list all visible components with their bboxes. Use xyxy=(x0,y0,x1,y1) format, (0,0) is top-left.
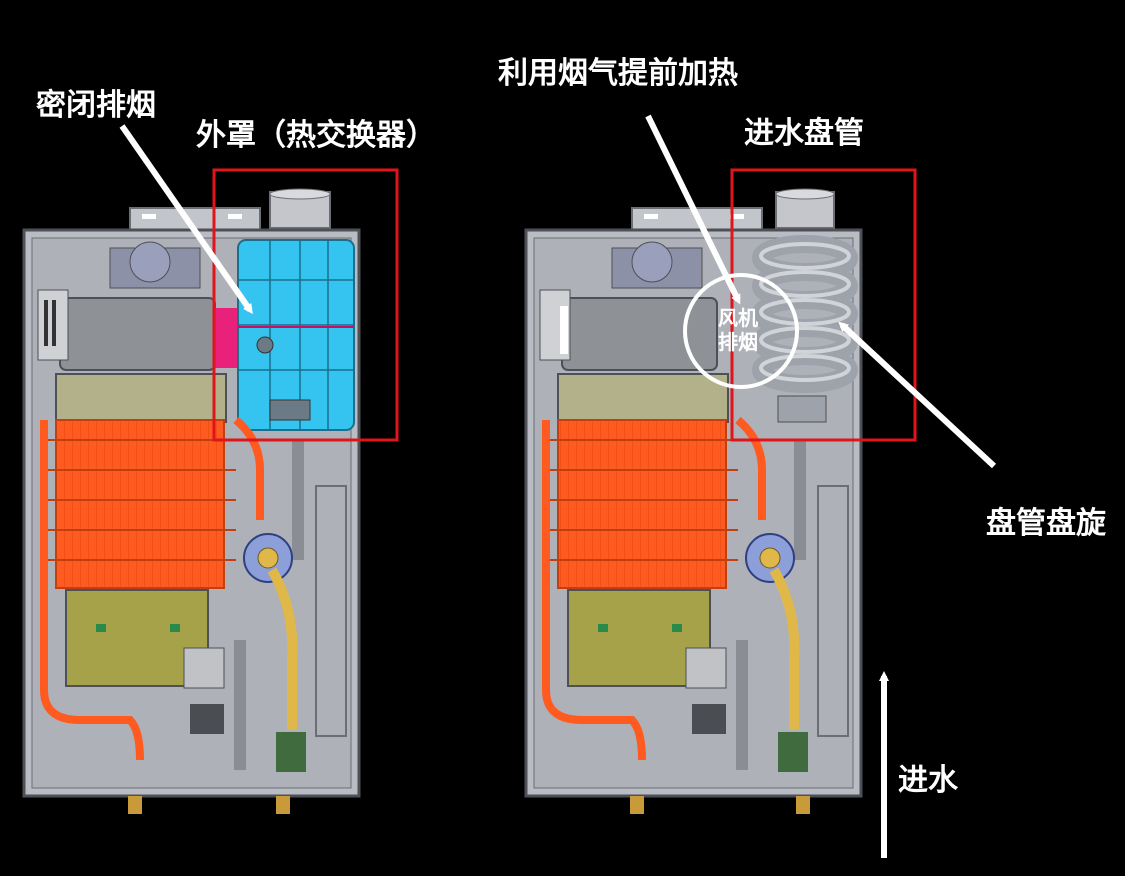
label-inlet-coil: 进水盘管 xyxy=(744,116,864,151)
sealed-exhaust-arrow xyxy=(119,124,253,315)
label-fan-exhaust: 风机 排烟 xyxy=(718,306,758,354)
right-highlight-box xyxy=(730,168,917,442)
flue-preheat-arrow xyxy=(645,114,741,305)
left-highlight-box xyxy=(212,168,399,442)
label-sealed-exhaust: 密闭排烟 xyxy=(36,88,156,123)
right-water-heater xyxy=(524,188,863,814)
label-coil-spiral: 盘管盘旋 xyxy=(986,506,1106,541)
label-cover-heat-exchanger: 外罩（热交换器） xyxy=(196,118,436,153)
label-water-in: 进水 xyxy=(898,763,958,798)
label-flue-preheat: 利用烟气提前加热 xyxy=(498,56,738,91)
fan-exhaust-circle xyxy=(683,273,799,389)
coil-spiral-arrow xyxy=(838,321,997,469)
label-fan-exhaust-line1: 风机 xyxy=(718,306,758,330)
left-water-heater xyxy=(22,188,361,814)
label-fan-exhaust-line2: 排烟 xyxy=(718,330,758,354)
